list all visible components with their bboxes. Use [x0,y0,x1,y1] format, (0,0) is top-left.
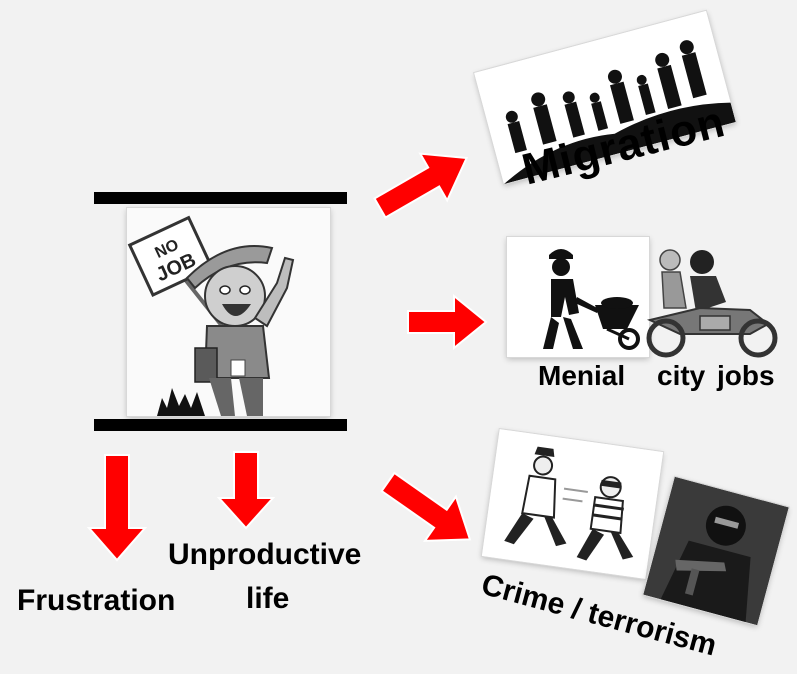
jobless-man-protest-icon: NO JOB [127,208,330,416]
arrow-to-crime [380,471,472,542]
label-life: life [246,582,290,615]
arrow-to-menial-jobs [407,293,488,351]
city-motorcycle-illustration [640,238,782,360]
migration-crowd-icon [474,10,736,185]
menial-worker-illustration [507,237,649,357]
label-menial: Menial [538,360,626,391]
label-city-jobs: city jobs [657,360,775,391]
masked-gunman-icon [643,476,789,626]
arrow-to-migration [373,152,469,219]
label-unproductive: Unproductive [168,538,362,571]
label-frustration: Frustration [17,584,176,617]
jobless-man-illustration: NO JOB [127,208,330,416]
motorcycle-riders-icon [646,249,778,358]
arrow-to-frustration [86,454,148,562]
terrorism-illustration [643,476,789,626]
worker-wheelbarrow-icon [507,237,649,357]
bottom-bar [94,419,347,431]
migration-illustration [474,10,736,185]
top-bar [94,192,347,204]
crime-chase-illustration [481,429,664,579]
robber-chase-icon [481,429,664,579]
arrow-to-unproductive [216,451,276,530]
